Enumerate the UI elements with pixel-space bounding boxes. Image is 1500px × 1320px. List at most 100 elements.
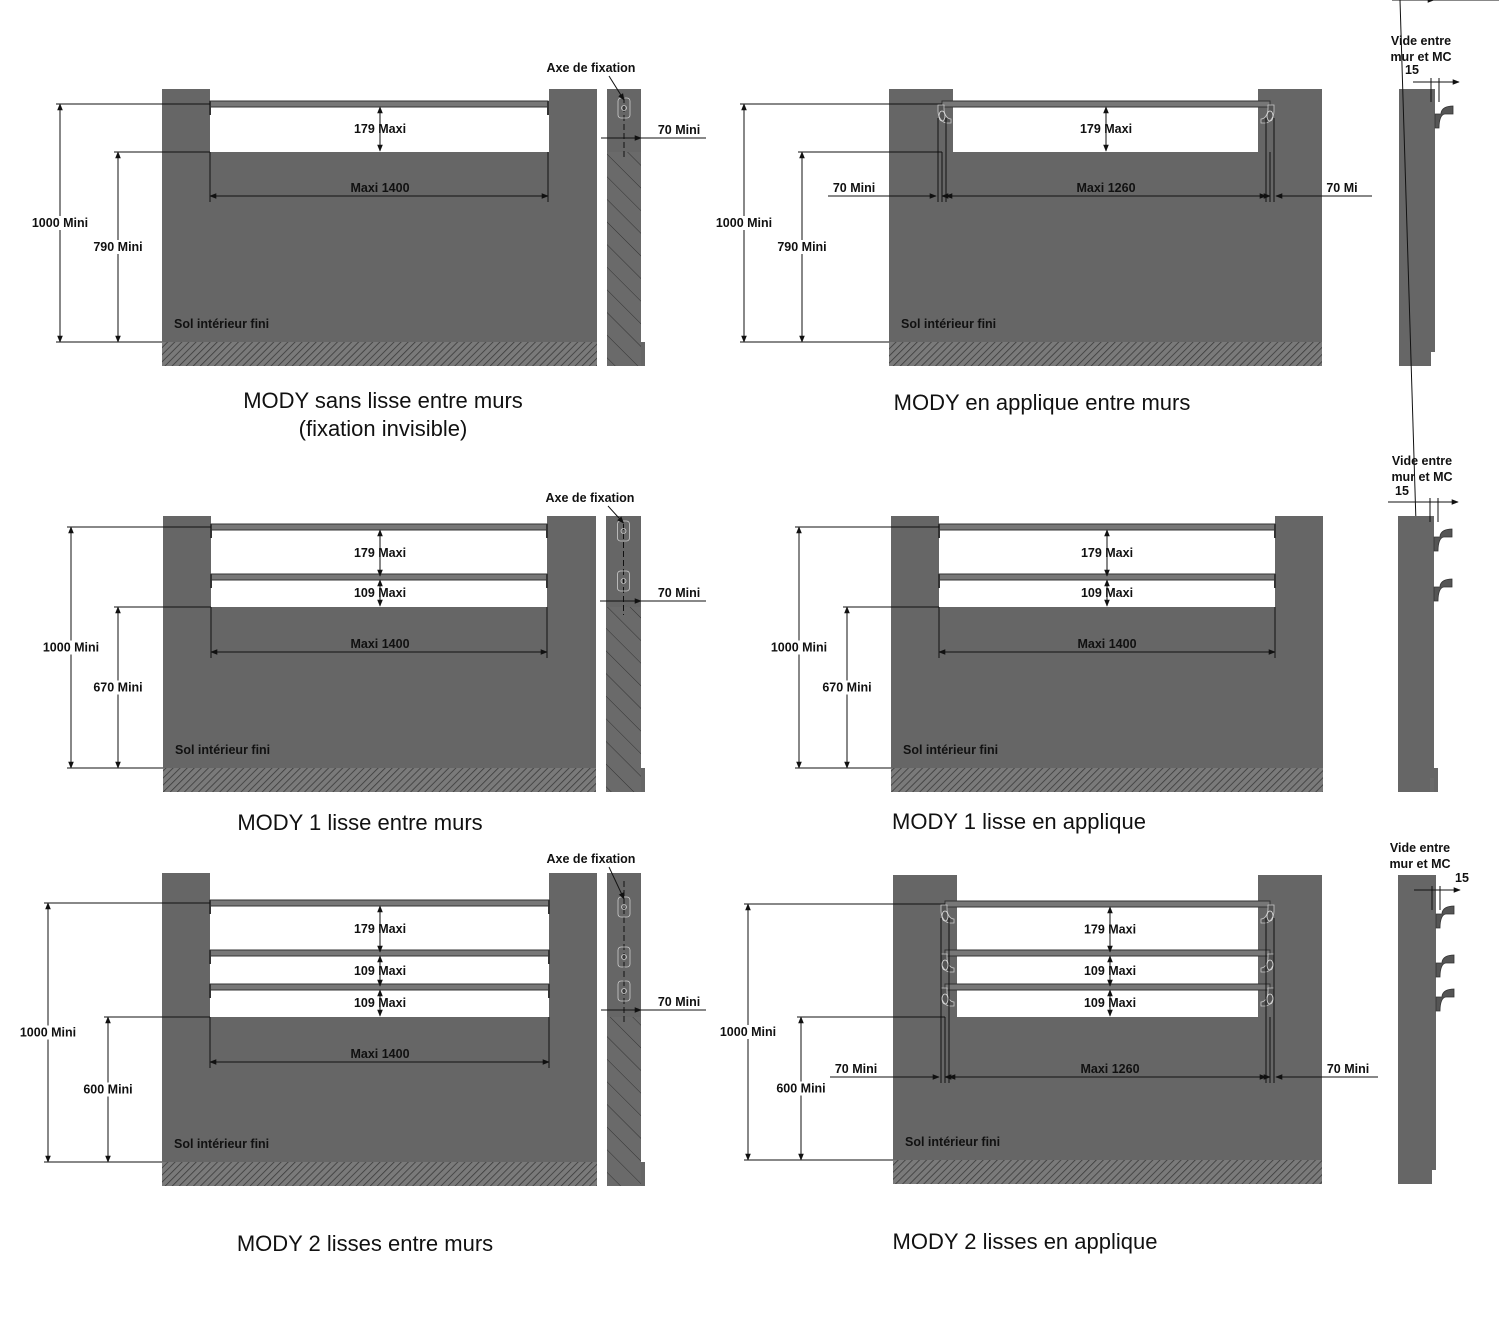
height-total-label: 1000 Mini	[20, 1026, 76, 1040]
width-label: Maxi 1400	[350, 637, 409, 651]
fixing-3	[617, 980, 631, 1002]
gap-label-1: 179 Maxi	[1080, 122, 1132, 136]
gap-label-1: 179 Maxi	[354, 922, 406, 936]
rail-end-left-1	[210, 524, 212, 538]
gap-value-label-p4: 15	[1395, 484, 1409, 498]
floor-label: Sol intérieur fini	[174, 317, 269, 331]
panel-title-1: MODY 1 lisse entre murs	[237, 810, 482, 835]
floor-label: Sol intérieur fini	[174, 1137, 269, 1151]
panel-title-2: (fixation invisible)	[299, 416, 468, 441]
height-wall-label: 790 Mini	[777, 240, 826, 254]
height-wall-bg	[80, 1082, 136, 1097]
handrail-1	[209, 100, 549, 108]
gap-label-line1-p4: Vide entre	[1392, 454, 1452, 468]
gap-label-3: 109 Maxi	[1084, 996, 1136, 1010]
height-wall-bg	[819, 680, 875, 695]
left-min-label: 70 Mini	[835, 1062, 877, 1076]
height-total-label: 1000 Mini	[716, 216, 772, 230]
floor-hatch	[891, 768, 1323, 792]
floor-label: Sol intérieur fini	[905, 1135, 1000, 1149]
bracket-right-2-ring	[1266, 959, 1274, 971]
handrail-1	[210, 523, 548, 531]
rail-end-left-1	[938, 524, 940, 538]
side-section-hatch	[607, 152, 641, 366]
fixing-hole-1	[620, 528, 627, 534]
panel-title-1: MODY en applique entre murs	[894, 390, 1191, 415]
side-min-label: 70 Mini	[658, 123, 700, 137]
left-min-label: 70 Mini	[833, 181, 875, 195]
gap-value-label: 15	[1405, 63, 1419, 77]
side-section-foot	[641, 1162, 645, 1186]
floor-hatch	[162, 1162, 597, 1186]
low-wall	[891, 607, 1323, 768]
axis-label: Axe de fixation	[546, 491, 635, 505]
floor-hatch	[163, 768, 596, 792]
rail-end-right-1	[1274, 524, 1276, 538]
fixing-2	[617, 570, 630, 592]
gap-value-label: 15	[1455, 871, 1469, 885]
side-min-label: 70 Mini	[658, 995, 700, 1009]
bracket-right-3-ring	[1266, 993, 1274, 1005]
right-min-label: 70 Mini	[1327, 1062, 1369, 1076]
handrail-2	[944, 949, 1271, 957]
side-post-foot-p4	[1398, 778, 1430, 792]
rail-end-right-3	[548, 984, 550, 998]
height-wall-bg	[90, 680, 146, 695]
height-total-bg	[30, 216, 90, 230]
bracket-left-1-ring	[938, 110, 946, 122]
side-bracket-p4-1	[1433, 528, 1453, 552]
panel-title-1: MODY 2 lisses en applique	[893, 1229, 1158, 1254]
fixing-hole-2	[621, 954, 627, 960]
handrail-1	[944, 900, 1271, 908]
width-label: Maxi 1260	[1076, 181, 1135, 195]
side-bracket-2	[1435, 954, 1455, 978]
bracket-right-1-ring	[1266, 910, 1274, 922]
handrail-1	[209, 899, 550, 907]
gap-label-1: 179 Maxi	[1081, 546, 1133, 560]
low-wall	[162, 1017, 597, 1162]
panel-title-1: MODY 2 lisses entre murs	[237, 1231, 493, 1256]
gap-label-2: 109 Maxi	[1081, 586, 1133, 600]
floor-hatch	[162, 342, 597, 366]
rail-end-left-1	[209, 900, 211, 914]
bracket-left-3-ring	[941, 993, 949, 1005]
rail-end-left-3	[209, 984, 211, 998]
height-wall-bg	[90, 240, 146, 254]
side-post-foot	[1398, 1170, 1432, 1184]
bracket-left-2-ring	[941, 959, 949, 971]
width-label: Maxi 1260	[1080, 1062, 1139, 1076]
rail-end-left-2	[209, 950, 211, 964]
gap-label-2: 109 Maxi	[354, 964, 406, 978]
floor-label: Sol intérieur fini	[903, 743, 998, 757]
gap-label-1: 179 Maxi	[1084, 923, 1136, 937]
axis-leader	[1399, 0, 1419, 524]
handrail-1	[941, 100, 1271, 108]
rail-end-right-2	[1274, 574, 1276, 588]
height-total-label: 1000 Mini	[43, 641, 99, 655]
height-wall-bg	[773, 1081, 829, 1096]
low-wall	[893, 1017, 1322, 1160]
side-section-foot	[641, 342, 645, 366]
rail-end-right-2	[546, 574, 548, 588]
side-post	[1398, 875, 1436, 1170]
height-wall-label: 600 Mini	[83, 1083, 132, 1097]
height-total-label: 1000 Mini	[720, 1025, 776, 1039]
side-post-p4	[1398, 516, 1434, 778]
height-wall-label: 670 Mini	[822, 681, 871, 695]
rail-end-left-2	[938, 574, 940, 588]
floor-label: Sol intérieur fini	[175, 743, 270, 757]
height-total-label: 1000 Mini	[771, 641, 827, 655]
bracket-left-1-ring	[941, 910, 949, 922]
axis-leader	[608, 75, 625, 101]
fixing-hole-1	[621, 904, 627, 910]
gap-label-line2: mur et MC	[1390, 50, 1451, 64]
side-bracket-3	[1435, 988, 1455, 1012]
height-wall-label: 600 Mini	[776, 1082, 825, 1096]
gap-label-line1: Vide entre	[1391, 34, 1451, 48]
side-post-foot	[1399, 352, 1431, 366]
height-total-bg	[18, 1025, 78, 1040]
fixing-hole-3	[621, 988, 627, 994]
gap-label-line2: mur et MC	[1389, 857, 1450, 871]
gap-label-line2-p4: mur et MC	[1391, 470, 1452, 484]
